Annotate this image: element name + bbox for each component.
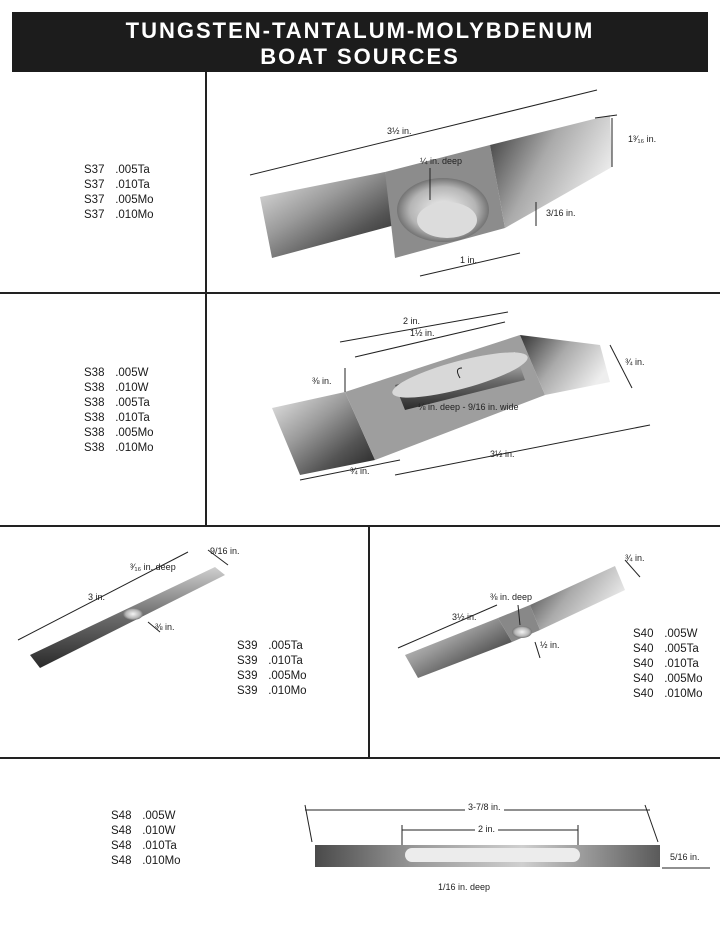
part-row: S37 .005Mo — [84, 194, 154, 206]
divider-v-1 — [205, 72, 207, 525]
part-row: S39 .005Ta — [237, 640, 303, 652]
s40-dim-length: 3½ in. — [452, 612, 477, 622]
part-row: S38 .005Ta — [84, 397, 150, 409]
part-row: S40 .005Mo — [633, 673, 703, 685]
s48-dim-depth: 1/16 in. deep — [438, 882, 491, 892]
part-row: S38 .010Mo — [84, 442, 154, 454]
s38-dim-groove: ⅛ in. deep - 9/16 in. wide — [418, 402, 519, 412]
s39-dim-dimple: ⅜ in. — [155, 622, 175, 632]
s38-dim-top: 2 in. — [403, 316, 421, 326]
s38-dim-width: ¾ in. — [625, 357, 645, 367]
s37-dim-length: 3½ in. — [387, 126, 412, 136]
s40-dim-depth: ⅜ in. deep — [490, 592, 533, 602]
part-row: S48 .010W — [111, 825, 176, 837]
part-row: S38 .010W — [84, 382, 149, 394]
s37-dim-height: 3/16 in. — [546, 208, 576, 218]
part-row: S40 .005W — [633, 628, 698, 640]
title-line-1: TUNGSTEN-TANTALUM-MOLYBDENUM — [125, 18, 595, 43]
title-line-2: BOAT SOURCES — [260, 44, 460, 69]
s38-dim-tab: ¾ in. — [350, 466, 370, 476]
s40-parts-list: S40 .005W S40 .005Ta S40 .010Ta S40 .005… — [633, 627, 703, 702]
part-row: S40 .010Mo — [633, 688, 703, 700]
divider-h-3 — [0, 757, 720, 759]
part-row: S38 .005W — [84, 367, 149, 379]
part-row: S48 .005W — [111, 810, 176, 822]
s48-dim-width: 5/16 in. — [670, 852, 700, 862]
divider-v-2 — [368, 525, 370, 757]
divider-h-1 — [0, 292, 720, 294]
s40-dim-dimple: ½ in. — [540, 640, 560, 650]
s38-dim-side-height: ⅜ in. — [312, 376, 332, 386]
s48-parts-list: S48 .005W S48 .010W S48 .010Ta S48 .010M… — [111, 809, 181, 869]
s38-parts-list: S38 .005W S38 .010W S38 .005Ta S38 .010T… — [84, 366, 154, 456]
s39-dim-depth: ³⁄₁₆ in. deep — [130, 562, 176, 572]
part-row: S39 .005Mo — [237, 670, 307, 682]
s48-dim-length: 3-7/8 in. — [465, 802, 504, 812]
part-row: S48 .010Mo — [111, 855, 181, 867]
part-row: S37 .010Ta — [84, 179, 150, 191]
s38-dim-length: 3½ in. — [490, 449, 515, 459]
part-row: S38 .010Ta — [84, 412, 150, 424]
s37-dim-dimple: 1 in. — [460, 255, 478, 265]
s40-dim-width: ¾ in. — [625, 553, 645, 563]
divider-h-2 — [0, 525, 720, 527]
s37-dim-width: 1³⁄₁₆ in. — [628, 134, 657, 144]
part-row: S40 .005Ta — [633, 643, 699, 655]
s37-parts-list: S37 .005Ta S37 .010Ta S37 .005Mo S37 .01… — [84, 163, 154, 223]
s39-parts-list: S39 .005Ta S39 .010Ta S39 .005Mo S39 .01… — [237, 639, 307, 699]
s37-dim-depth: ¼ in. deep — [420, 156, 463, 166]
part-row: S39 .010Ta — [237, 655, 303, 667]
s39-dim-length: 3 in. — [88, 592, 106, 602]
part-row: S37 .010Mo — [84, 209, 154, 221]
part-row: S48 .010Ta — [111, 840, 177, 852]
s39-dim-width: 9/16 in. — [210, 546, 240, 556]
part-row: S38 .005Mo — [84, 427, 154, 439]
part-row: S39 .010Mo — [237, 685, 307, 697]
s38-dim-trough: 1½ in. — [410, 328, 435, 338]
part-row: S40 .010Ta — [633, 658, 699, 670]
s48-dim-trough: 2 in. — [475, 824, 499, 834]
page-header: TUNGSTEN-TANTALUM-MOLYBDENUM BOAT SOURCE… — [12, 12, 708, 72]
part-row: S37 .005Ta — [84, 164, 150, 176]
